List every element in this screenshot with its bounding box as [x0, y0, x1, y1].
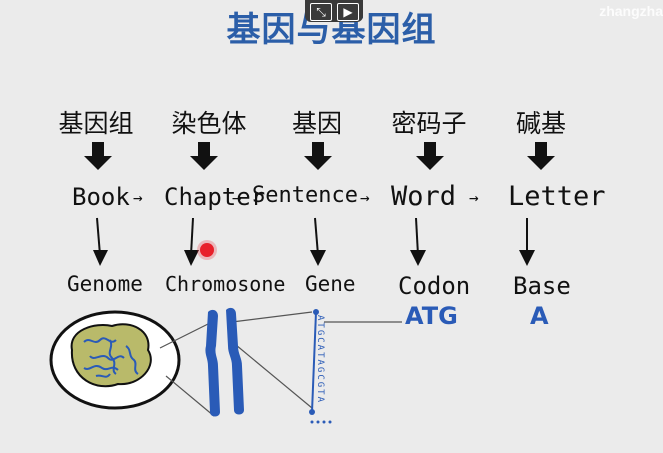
thin-down-arrow-icons — [96, 217, 528, 256]
bio-gene: Gene — [305, 272, 356, 296]
down-arrow-icons — [84, 142, 555, 170]
bio-base: Base — [513, 272, 571, 300]
connector-arrow: → — [232, 188, 242, 207]
connector-arrow: → — [360, 188, 370, 207]
screen-icon[interactable]: ▶ — [337, 3, 359, 21]
term-codon-cn: 密码子 — [391, 109, 467, 138]
watermark: zhangzha — [599, 3, 663, 19]
gene-sequence: ATGCATAGCGTA — [315, 315, 325, 404]
connector-arrow: → — [469, 188, 479, 207]
codon-example: ATG — [405, 302, 458, 330]
chromosome-icon — [205, 307, 244, 417]
term-gene-cn: 基因 — [291, 109, 342, 138]
base-example: A — [530, 302, 549, 330]
bio-chromosome: Chromosone — [165, 272, 286, 296]
analogy-chapter: Chapter — [164, 183, 266, 211]
bio-codon: Codon — [398, 272, 471, 300]
cursor-pointer-icon — [200, 243, 214, 257]
connector-arrow: → — [133, 188, 143, 207]
connector-lines — [159, 311, 402, 417]
bio-genome: Genome — [67, 272, 143, 296]
gene-strand-icon: ATGCATAGCGTA — [309, 309, 332, 424]
analogy-book: Book — [72, 183, 130, 211]
thin-arrow-heads — [93, 250, 535, 266]
term-base-cn: 碱基 — [515, 109, 566, 138]
analogy-sentence: Sentence — [252, 183, 358, 208]
analogy-word: Word — [391, 181, 457, 212]
term-chromosome-cn: 染色体 — [171, 109, 247, 138]
term-genome-cn: 基因组 — [58, 109, 134, 138]
cell-icon — [49, 310, 181, 410]
shrink-icon[interactable]: ⤡ — [310, 3, 332, 21]
player-controls: ⤡ ▶ — [305, 0, 363, 22]
analogy-letter: Letter — [508, 181, 606, 212]
